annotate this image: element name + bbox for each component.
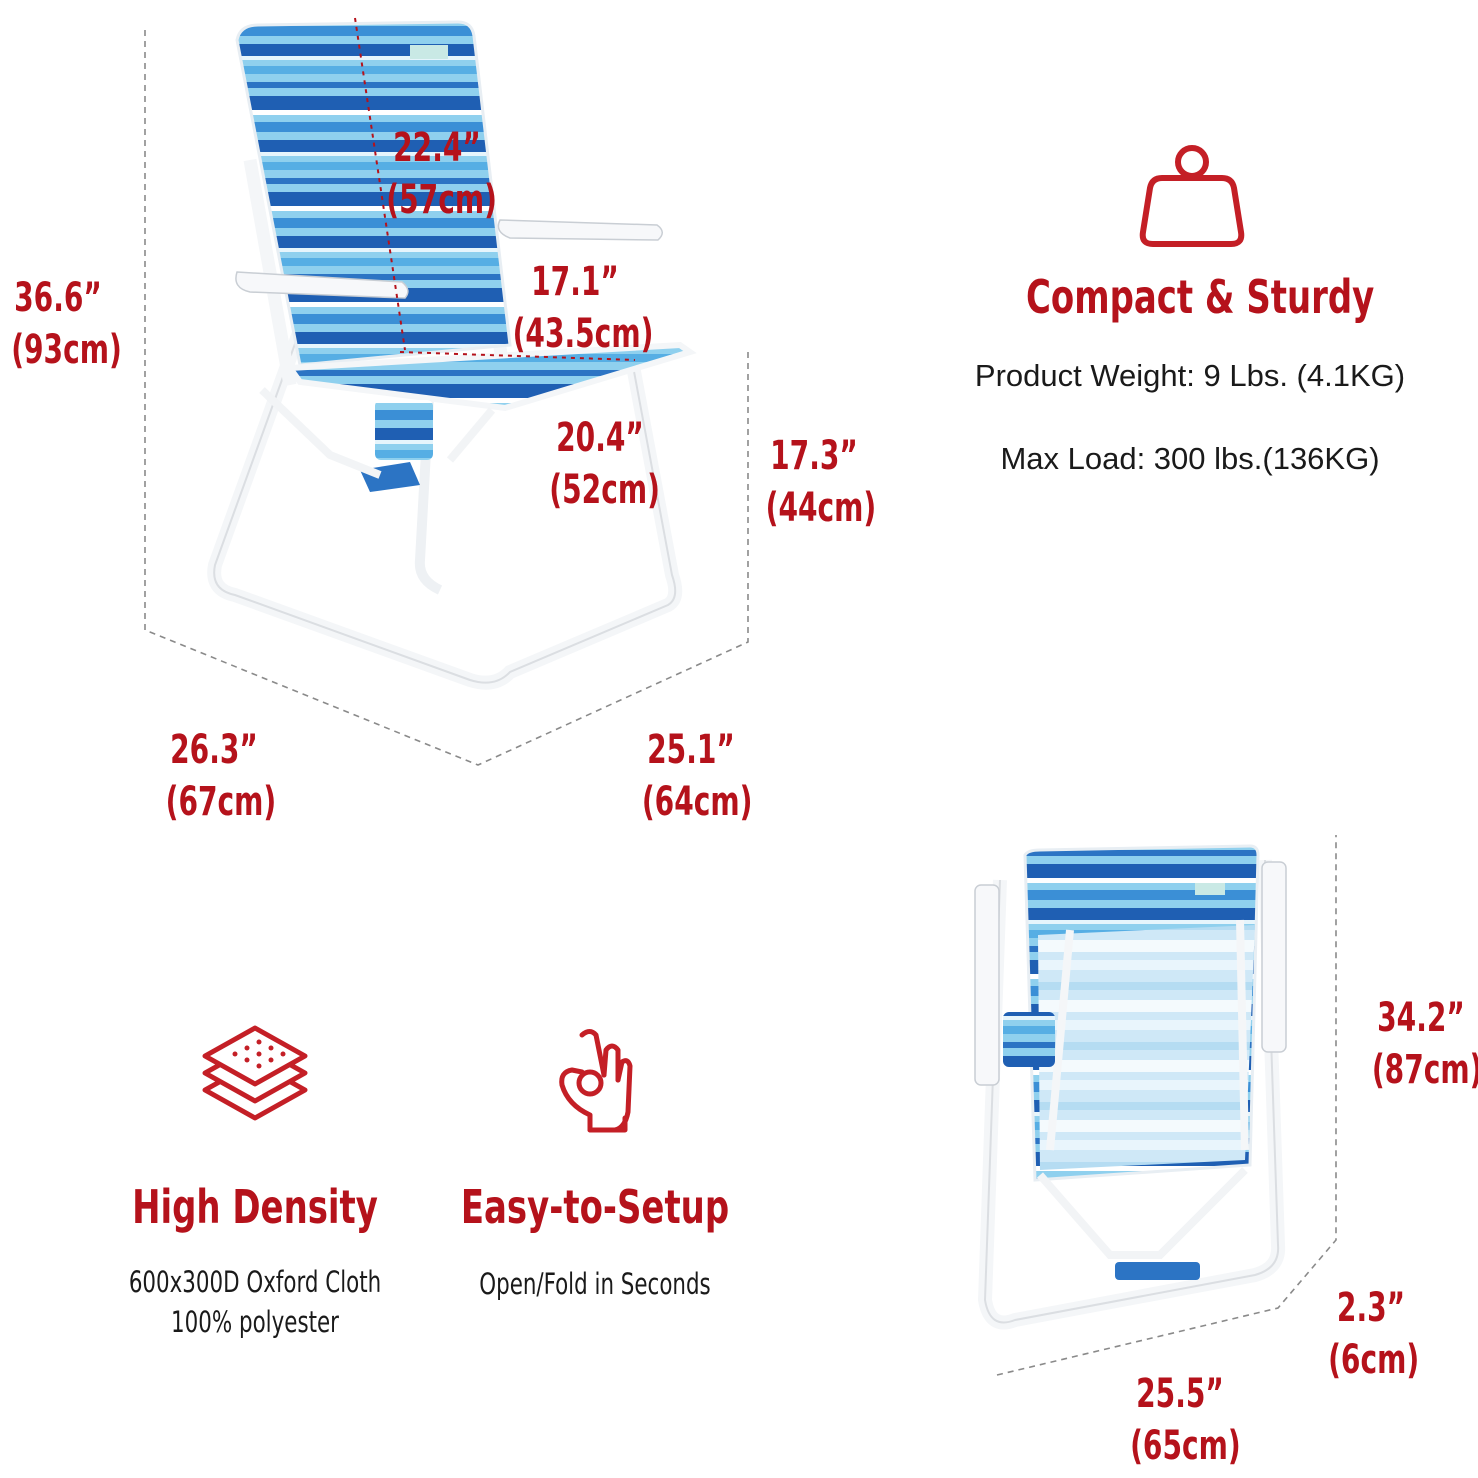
folded-height-cm: (87cm): [1371, 1047, 1478, 1093]
folded-thickness-cm: (6cm): [1328, 1337, 1420, 1383]
seat-width-dimension: 20.4” (52cm): [549, 412, 660, 516]
depth-dimension: 26.3” (67cm): [165, 724, 277, 828]
width-dimension: 25.1” (64cm): [641, 724, 753, 828]
back-cm: (57cm): [386, 177, 497, 223]
back-dimension: 22.4” (57cm): [386, 122, 497, 226]
dimension-lines: [144, 30, 1337, 1376]
folded-width-dimension: 25.5” (65cm): [1130, 1368, 1241, 1472]
folded-chair-image: [974, 844, 1287, 1330]
width-cm: (64cm): [641, 779, 753, 825]
seat-width-cm: (52cm): [549, 467, 660, 513]
high-density-description: 600x300D Oxford Cloth 100% polyester: [107, 1262, 402, 1342]
height-cm: (93cm): [11, 327, 122, 373]
seat-height-dimension: 17.3” (44cm): [765, 430, 877, 534]
product-weight-text: Product Weight: 9 Lbs. (4.1KG): [974, 358, 1406, 393]
seat-height-inches: 17.3”: [770, 433, 858, 479]
fabric-layers-icon: [202, 1025, 308, 1121]
fabric-material-text: 100% polyester: [171, 1305, 339, 1339]
folded-width-inches: 25.5”: [1136, 1371, 1224, 1417]
folded-height-inches: 34.2”: [1377, 995, 1465, 1041]
height-inches: 36.6”: [14, 275, 102, 321]
ok-hand-icon: [559, 1029, 633, 1133]
high-density-title: High Density: [132, 1180, 378, 1234]
seat-depth-inches: 17.1”: [531, 259, 619, 305]
max-load-text: Max Load: 300 lbs.(136KG): [1000, 441, 1380, 476]
height-dimension: 36.6” (93cm): [11, 272, 122, 376]
back-inches: 22.4”: [393, 125, 481, 171]
width-inches: 25.1”: [647, 727, 735, 773]
weight-icon: [1139, 145, 1245, 247]
seat-height-cm: (44cm): [765, 485, 877, 531]
depth-inches: 26.3”: [170, 727, 258, 773]
seat-depth-cm: (43.5cm): [512, 311, 654, 357]
easy-setup-title: Easy-to-Setup: [460, 1180, 730, 1234]
open-chair-image: [207, 20, 697, 690]
fabric-spec-text: 600x300D Oxford Cloth: [128, 1265, 382, 1299]
inner-dimension-lines: [354, 17, 636, 361]
folded-height-dimension: 34.2” (87cm): [1371, 992, 1478, 1096]
depth-cm: (67cm): [165, 779, 277, 825]
setup-time-text: Open/Fold in Seconds: [479, 1267, 711, 1301]
seat-width-inches: 20.4”: [556, 415, 644, 461]
compact-sturdy-title: Compact & Sturdy: [1026, 270, 1375, 324]
folded-width-cm: (65cm): [1130, 1423, 1241, 1469]
seat-depth-dimension: 17.1” (43.5cm): [512, 256, 654, 360]
folded-thickness-inches: 2.3”: [1336, 1285, 1406, 1331]
folded-thickness-dimension: 2.3” (6cm): [1328, 1282, 1420, 1386]
easy-setup-description: Open/Fold in Seconds: [447, 1264, 742, 1304]
